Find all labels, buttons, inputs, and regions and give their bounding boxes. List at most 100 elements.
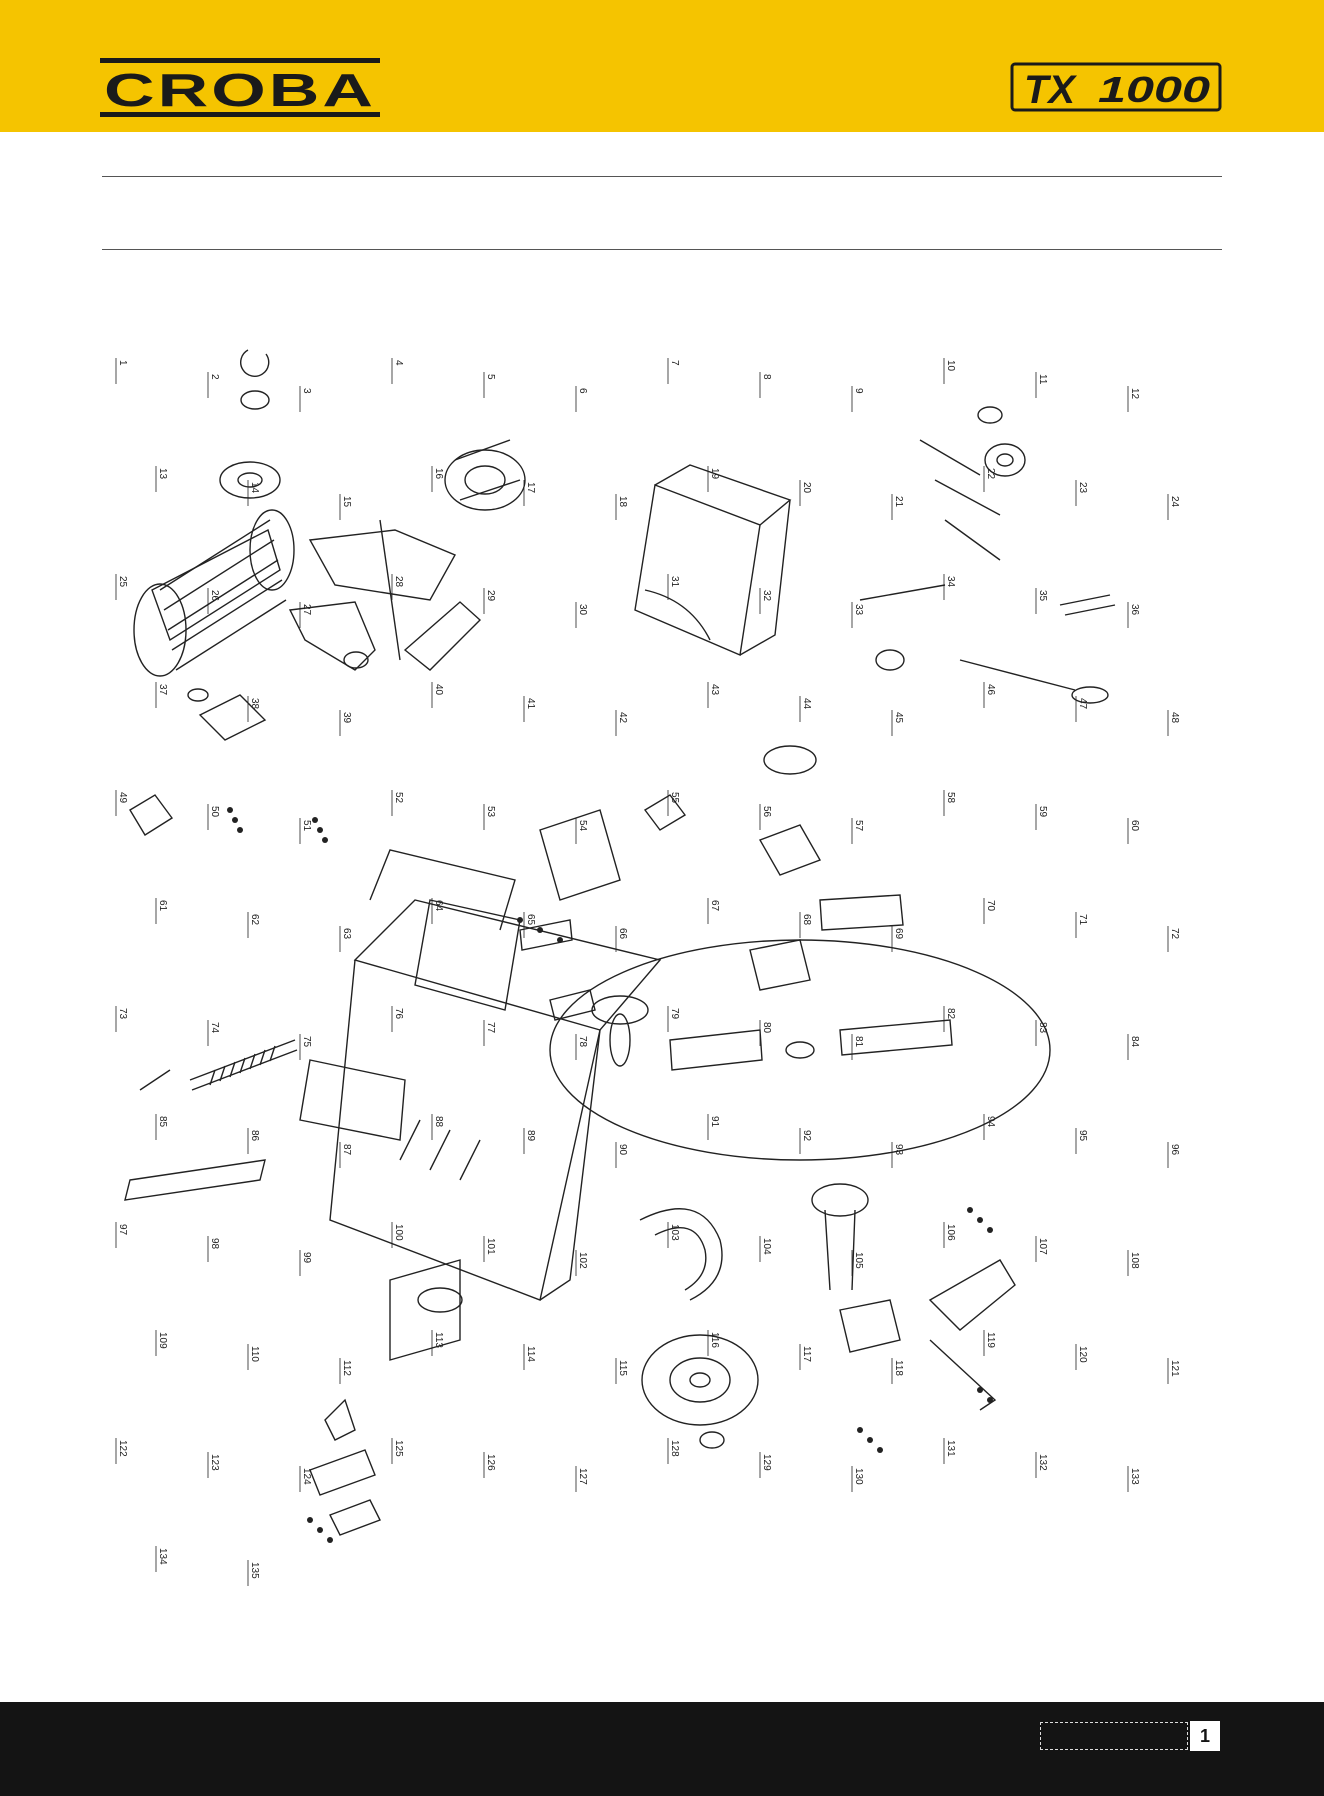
section-title	[102, 190, 1222, 238]
part-label: 53	[485, 806, 496, 818]
spring-and-rods	[124, 1039, 298, 1201]
part-label: 43	[709, 684, 720, 696]
part-label: 107	[1037, 1238, 1048, 1255]
part-label: 19	[709, 468, 720, 480]
part-label: 45	[893, 712, 904, 724]
part-label: 100	[393, 1224, 404, 1241]
part-label: 22	[985, 468, 996, 480]
part-label: 12	[1129, 388, 1140, 400]
part-label: 81	[853, 1036, 864, 1048]
part-label: 42	[617, 712, 628, 724]
part-label: 65	[525, 914, 536, 926]
part-label: 11	[1037, 374, 1048, 385]
part-callouts: 1234567891011121314151617181920212223242…	[115, 358, 1180, 1586]
part-label: 47	[1077, 698, 1088, 710]
lower-brackets	[309, 1398, 381, 1536]
part-label: 60	[1129, 820, 1140, 832]
part-label: 110	[249, 1346, 260, 1362]
top-rule	[102, 176, 1222, 177]
part-label: 20	[801, 482, 812, 494]
part-label: 49	[117, 792, 128, 804]
part-label: 74	[209, 1022, 220, 1034]
part-label: 101	[485, 1238, 496, 1255]
curved-tube	[639, 1208, 723, 1301]
part-label: 37	[157, 684, 168, 696]
part-label: 124	[301, 1468, 312, 1485]
part-label: 104	[761, 1238, 772, 1255]
part-label: 125	[393, 1440, 404, 1457]
croba-logo: CROBA	[100, 58, 380, 117]
part-label: 121	[1169, 1360, 1180, 1377]
part-label: 41	[525, 698, 536, 710]
part-label: 29	[485, 590, 496, 602]
part-label: 67	[709, 900, 720, 912]
part-label: 115	[617, 1360, 628, 1376]
part-label: 69	[893, 928, 904, 940]
part-label: 70	[985, 900, 996, 912]
page-header: CROBA TX 1000	[0, 0, 1324, 132]
part-label: 52	[393, 792, 404, 804]
part-label: 64	[433, 900, 444, 912]
page-label-box	[1040, 1722, 1188, 1750]
part-label: 1	[117, 360, 128, 366]
motor-unit	[444, 439, 526, 511]
shaft-bearing	[641, 1183, 1016, 1449]
model-prefix: TX	[1024, 68, 1077, 112]
part-label: 21	[893, 496, 904, 508]
part-label: 79	[669, 1008, 680, 1020]
part-label: 2	[209, 374, 220, 380]
part-label: 38	[249, 698, 260, 710]
part-label: 85	[157, 1116, 168, 1128]
part-label: 117	[801, 1346, 812, 1362]
side-plates	[288, 519, 482, 671]
part-label: 71	[1077, 914, 1088, 926]
part-label: 33	[853, 604, 864, 616]
part-label: 36	[1129, 604, 1140, 616]
part-label: 73	[117, 1008, 128, 1020]
part-label: 10	[945, 360, 956, 372]
hopper-box	[634, 464, 792, 656]
part-label: 84	[1129, 1036, 1140, 1048]
part-label: 9	[853, 388, 864, 394]
part-label: 48	[1169, 712, 1180, 724]
part-label: 120	[1077, 1346, 1088, 1363]
part-label: 132	[1037, 1454, 1048, 1471]
part-label: 8	[761, 374, 772, 380]
part-label: 119	[985, 1332, 996, 1348]
part-label: 99	[301, 1252, 312, 1264]
part-label: 113	[433, 1332, 444, 1348]
part-label: 46	[985, 684, 996, 696]
part-label: 108	[1129, 1252, 1140, 1269]
part-label: 122	[117, 1440, 128, 1457]
part-label: 127	[577, 1468, 588, 1485]
part-label: 76	[393, 1008, 404, 1020]
part-label: 35	[1037, 590, 1048, 602]
part-label: 55	[669, 792, 680, 804]
part-label: 6	[577, 388, 588, 394]
part-label: 17	[525, 482, 536, 494]
part-label: 7	[669, 360, 680, 366]
part-label: 54	[577, 820, 588, 832]
linkage-assembly	[859, 406, 1116, 704]
exploded-parts-diagram: 1234567891011121314151617181920212223242…	[115, 349, 1180, 1586]
drum-assembly	[129, 349, 295, 836]
part-label: 92	[801, 1130, 812, 1142]
part-label: 66	[617, 928, 628, 940]
part-label: 109	[157, 1332, 168, 1349]
part-label: 68	[801, 914, 812, 926]
part-label: 51	[301, 820, 312, 832]
part-label: 14	[249, 482, 260, 494]
part-label: 27	[301, 604, 312, 616]
part-label: 83	[1037, 1022, 1048, 1034]
part-label: 57	[853, 820, 864, 832]
part-label: 59	[1037, 806, 1048, 818]
main-frame	[299, 849, 662, 1361]
part-label: 44	[801, 698, 812, 710]
part-label: 4	[393, 360, 404, 366]
part-label: 114	[525, 1346, 536, 1362]
part-label: 61	[157, 900, 168, 912]
part-label: 30	[577, 604, 588, 616]
bracket-parts	[519, 794, 687, 1067]
part-label: 130	[853, 1468, 864, 1485]
part-label: 18	[617, 496, 628, 508]
